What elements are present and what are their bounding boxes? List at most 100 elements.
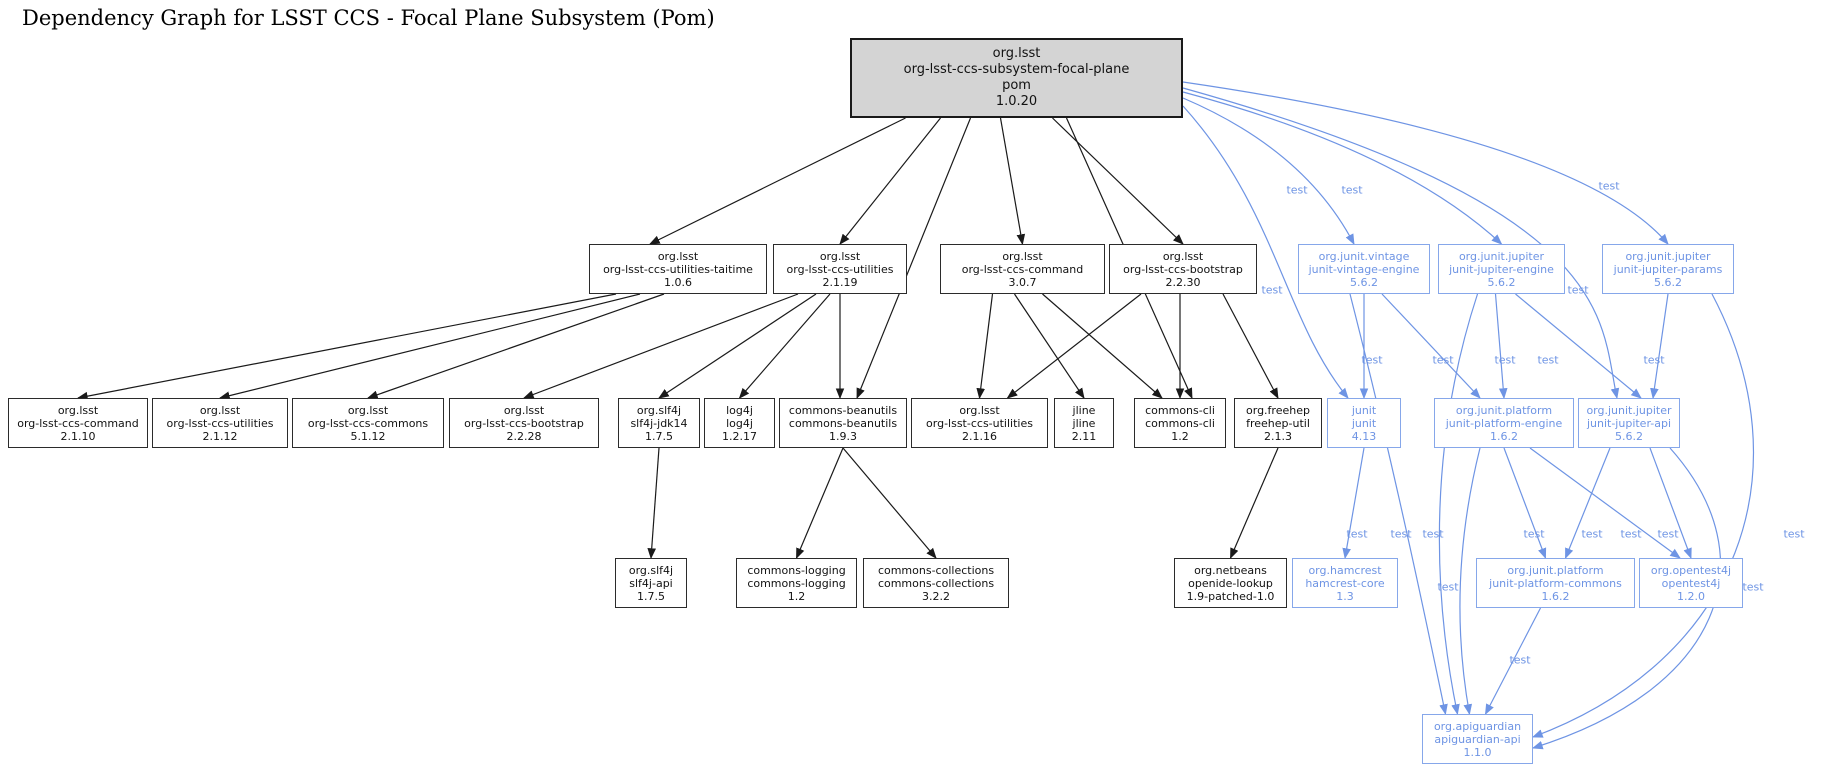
node-text-line: org-lsst-ccs-utilities (926, 416, 1033, 430)
edge-taitime-commons5112 (366, 293, 665, 399)
node-text-line: org.lsst (819, 249, 861, 263)
edge-junit413-hamcrest (1342, 447, 1365, 560)
node-text-line: 1.6.2 (1541, 589, 1570, 603)
edge-root-command307 (999, 117, 1026, 246)
node-text-line: org.lsst (347, 403, 389, 417)
node-text-line: 1.2.0 (1677, 589, 1705, 603)
edge-freehep-openide (1229, 447, 1279, 559)
node-text-line: org-lsst-ccs-utilities-taitime (603, 262, 753, 276)
node-text-line: 1.7.5 (645, 429, 673, 443)
edge-jupengine-platformengine (1494, 293, 1508, 400)
edge-bootstrap2230-utilities2116 (1006, 293, 1142, 399)
node-text-line: org.freehep (1246, 403, 1310, 417)
node-text-line: 2.1.12 (202, 429, 238, 443)
node-text-line: org.apiguardian (1433, 719, 1522, 733)
node-text-line: 1.2 (787, 589, 806, 603)
node-text-line: apiguardian-api (1434, 732, 1521, 746)
node-text-line: junit-platform-commons (1489, 576, 1622, 590)
node-text-line: commons-logging (747, 576, 846, 590)
edge-taitime-command2110 (76, 293, 617, 401)
node-text-line: org.junit.jupiter (1458, 249, 1545, 263)
edge-jupparams-jupiterapi (1650, 293, 1669, 400)
node-text-line: junit-vintage-engine (1308, 262, 1420, 276)
graph-title: Dependency Graph for LSST CCS - Focal Pl… (22, 6, 715, 30)
node-text-line: org.slf4j (628, 563, 674, 577)
edge-platformcommons-apiguardian (1484, 607, 1542, 715)
edge-vintage-platformengine (1381, 293, 1481, 399)
edge-scope-label: test (1494, 353, 1516, 367)
edge-scope-label: test (1509, 653, 1531, 667)
node-text-line: 3.2.2 (922, 589, 950, 603)
edge-jupiterapi-platformcommons (1564, 447, 1611, 560)
node-text-line: jline (1072, 416, 1096, 430)
node-text-line: 1.9-patched-1.0 (1186, 589, 1275, 603)
node-text-line: junit (1351, 416, 1377, 430)
edge-scope-label: test (1523, 527, 1545, 541)
node-text-line: 1.7.5 (637, 589, 665, 603)
edge-scope-label: test (1620, 527, 1642, 541)
edge-scope-label: test (1437, 580, 1459, 594)
edge-beanutils-commonscollections (842, 447, 937, 559)
node-text-line: 5.6.2 (1615, 429, 1643, 443)
edge-root-utilities2119 (839, 117, 941, 245)
node-text-line: 5.6.2 (1654, 275, 1682, 289)
node-text-line: 1.3 (1336, 589, 1354, 603)
node-text-line: log4j (726, 403, 753, 417)
node-text-line: commons-cli (1145, 403, 1215, 417)
node-text-line: 1.0.20 (995, 94, 1038, 109)
node-text-line: junit-jupiter-engine (1449, 262, 1554, 276)
node-text-line: jline (1072, 403, 1096, 417)
node-text-line: 1.2 (1171, 429, 1189, 443)
node-text-line: 2.1.3 (1264, 429, 1292, 443)
node-text-line: 1.6.2 (1490, 429, 1518, 443)
node-text-line: pom (1002, 78, 1031, 93)
node-text-line: commons-collections (877, 563, 995, 577)
edge-scope-label: test (1361, 353, 1383, 367)
node-text-line: 1.2.17 (722, 429, 757, 443)
node-text-line: commons-beanutils (788, 403, 898, 417)
node-text-line: org.junit.vintage (1318, 249, 1410, 263)
edge-root-bootstrap2230 (1052, 117, 1184, 245)
edge-scope-label: test (1432, 353, 1454, 367)
edge-root-taitime (649, 117, 906, 245)
edge-root-jupengine (1182, 91, 1503, 245)
node-text-line: org.lsst (503, 403, 545, 417)
edge-vintage-apiguardian (1349, 293, 1448, 716)
edge-scope-label: test (1567, 283, 1589, 297)
edge-scope-label: test (1657, 527, 1679, 541)
node-text-line: 2.11 (1071, 429, 1097, 443)
edge-root-jupparams (1182, 81, 1669, 245)
node-text-line: junit-jupiter-params (1613, 262, 1723, 276)
edge-platformengine-opentest4j (1529, 447, 1681, 559)
node-text-line: 5.6.2 (1350, 275, 1378, 289)
edge-jupengine-jupiterapi (1515, 293, 1642, 399)
edge-root-jupiterapi (1182, 87, 1620, 400)
node-text-line: slf4j-jdk14 (630, 416, 688, 430)
edge-scope-label: test (1261, 283, 1283, 297)
node-text-line: org.opentest4j (1650, 563, 1732, 577)
node-text-line: log4j (726, 416, 753, 430)
node-text-line: org-lsst-ccs-utilities (786, 262, 894, 276)
edge-bootstrap2230-freehep (1222, 293, 1279, 399)
edge-utilities2119-slf4jjdk14 (658, 293, 817, 399)
edge-slf4jjdk14-slf4japi (647, 447, 660, 560)
node-text-line: junit (1351, 403, 1377, 417)
edge-command307-jline (1014, 293, 1085, 399)
edge-jupiterapi-apiguardian (1531, 447, 1722, 750)
node-text-line: org.junit.platform (1507, 563, 1604, 577)
edge-jupengine-apiguardian (1438, 293, 1479, 716)
